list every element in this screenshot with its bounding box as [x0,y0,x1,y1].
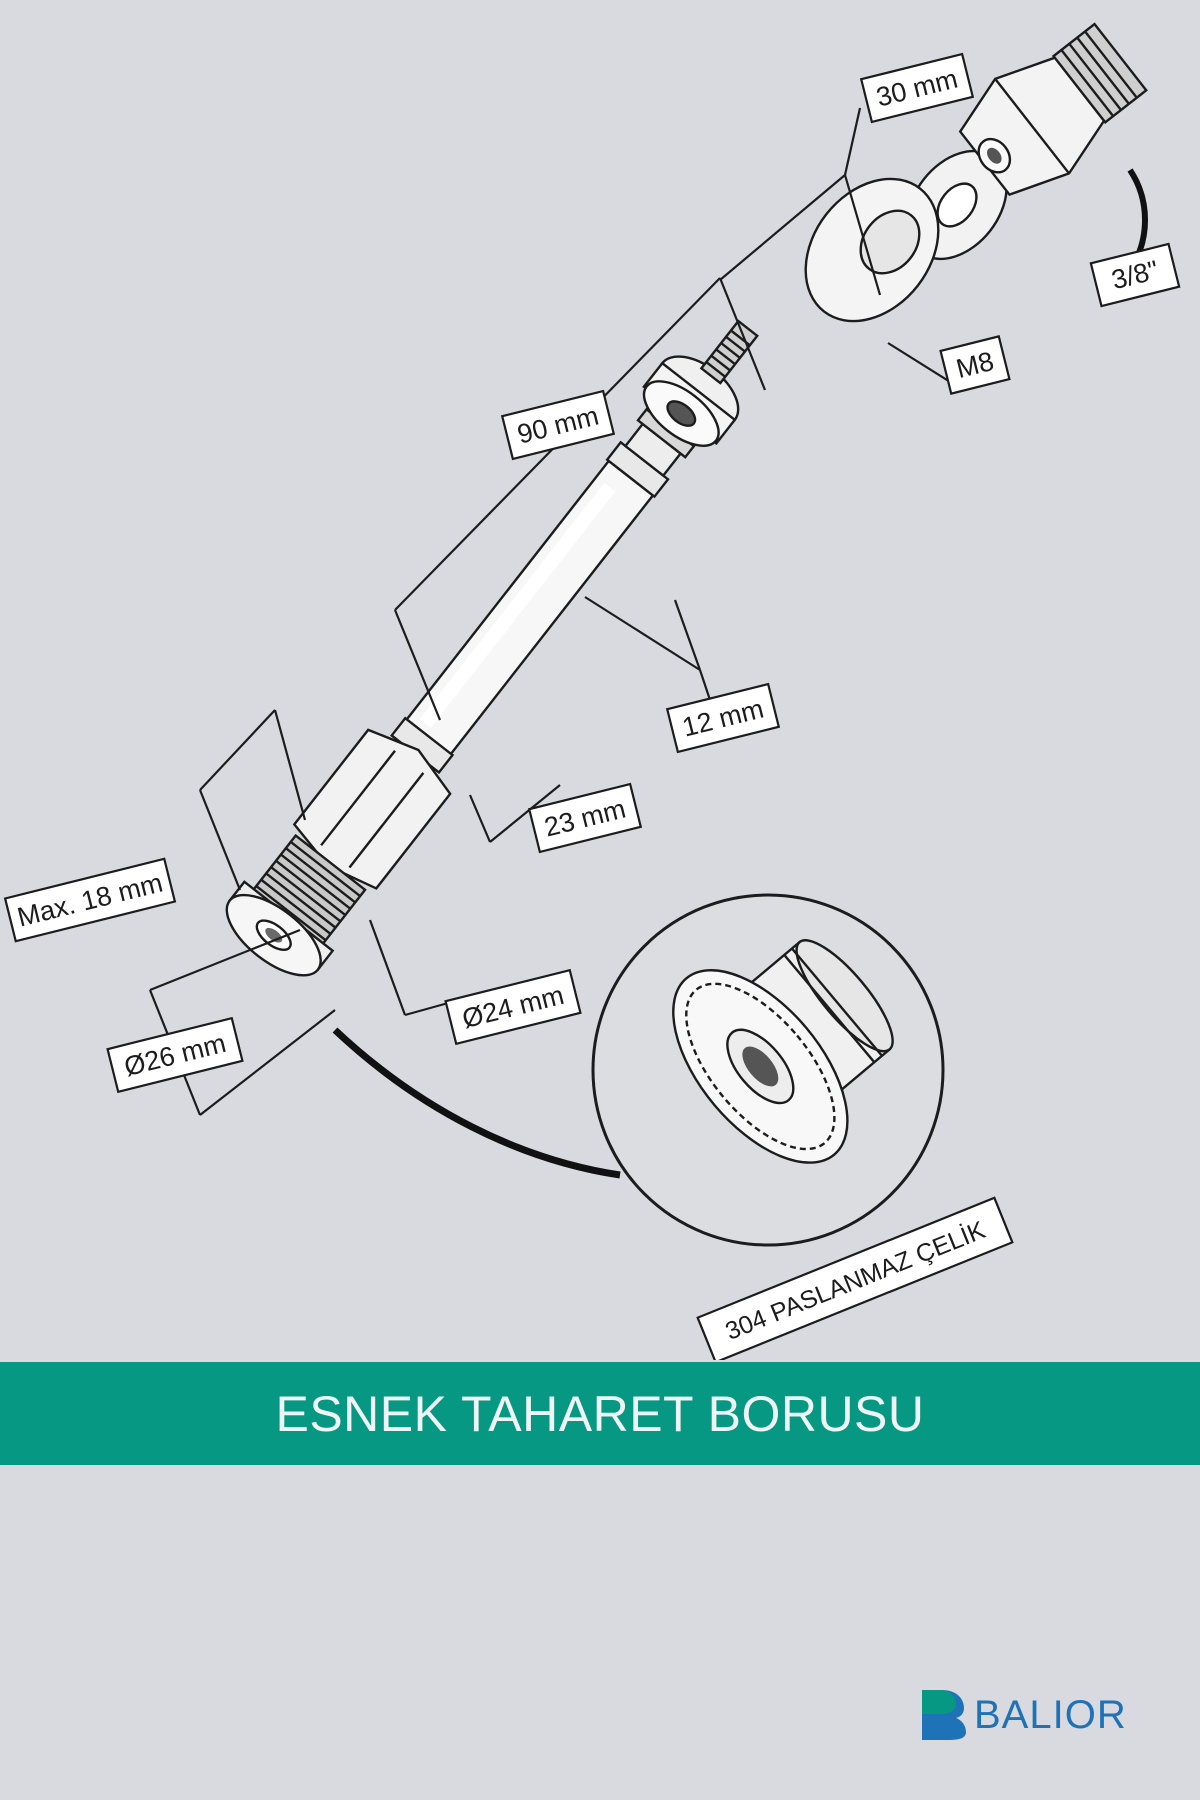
lower-thread [249,833,367,949]
label-m8: M8 [939,335,1011,395]
hose-exploded-view: 30 mm 3/8" M8 90 mm 12 mm 23 mm Max. 18 … [3,22,1181,1360]
label-30mm: 30 mm [859,52,975,124]
brand-logo: BALIOR [918,1685,1168,1745]
hose-assembly [225,319,759,977]
label-23mm: 23 mm [527,782,643,854]
label-12mm: 12 mm [665,682,781,754]
technical-diagram: 30 mm 3/8" M8 90 mm 12 mm 23 mm Max. 18 … [3,22,1181,1360]
brand-name: BALIOR [974,1692,1127,1737]
label-dia-24mm: Ø24 mm [444,968,582,1046]
label-dia-26mm: Ø26 mm [106,1016,244,1094]
washers [804,149,1008,323]
label-90mm: 90 mm [500,389,616,461]
title-banner: ESNEK TAHARET BORUSU [0,1362,1200,1465]
balior-logo-icon [922,1690,966,1740]
label-3-8-inch: 3/8" [1089,242,1181,308]
label-max-18mm: Max. 18 mm [3,857,177,943]
detail-magnifier [591,893,945,1247]
hex-connector [958,22,1148,197]
detail-arrow [332,1027,621,1179]
banner-title: ESNEK TAHARET BORUSU [275,1385,925,1442]
